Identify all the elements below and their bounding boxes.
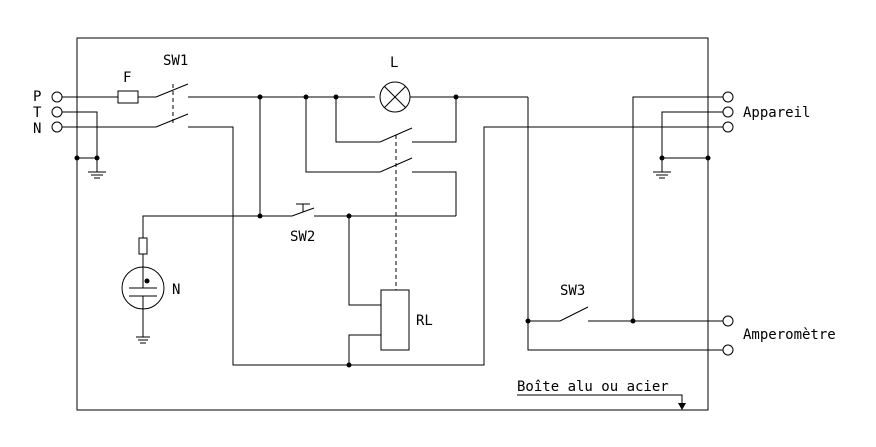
- terminal-p: [51, 91, 63, 103]
- appareil-terminal-3: [722, 121, 734, 133]
- terminal-t: [51, 106, 63, 118]
- terminal-label-t: T: [33, 105, 42, 121]
- ground-symbol-right: [653, 158, 671, 179]
- neon-label: N: [172, 282, 180, 298]
- fuse-label: F: [123, 70, 131, 86]
- relay-contacts: [305, 97, 457, 290]
- switch-sw1: SW1: [155, 53, 188, 128]
- sw1-label: SW1: [163, 53, 188, 69]
- appareil-terminals: Appareil: [722, 91, 810, 133]
- relay-coil: RL: [348, 216, 433, 365]
- amperemetre-terminal-1: [722, 315, 734, 327]
- amperemetre-terminal-2: [722, 344, 734, 356]
- sw3-label: SW3: [560, 283, 585, 299]
- push-button-sw2: SW2: [290, 203, 315, 245]
- switch-sw3: SW3: [525, 283, 708, 324]
- enclosure-caption: Boîte alu ou acier: [517, 379, 686, 410]
- neon-indicator: N: [121, 237, 180, 344]
- terminal-label-n: N: [33, 121, 41, 137]
- enclosure-box: [76, 37, 709, 411]
- terminal-n: [51, 121, 63, 133]
- lamp-label: L: [390, 55, 398, 71]
- appareil-label: Appareil: [743, 105, 810, 121]
- appareil-terminal-2: [722, 106, 734, 118]
- lamp: L: [379, 55, 411, 113]
- appareil-terminal-1: [722, 91, 734, 103]
- terminal-label-p: P: [33, 89, 41, 105]
- amperemetre-terminals: Amperomètre: [722, 315, 836, 356]
- fuse: F: [117, 70, 139, 104]
- amperemetre-label: Amperomètre: [743, 327, 836, 343]
- relay-label: RL: [416, 313, 433, 329]
- enclosure-label: Boîte alu ou acier: [517, 379, 669, 395]
- input-terminals: P T N: [33, 89, 63, 137]
- ground-symbol-left: [88, 158, 106, 179]
- sw2-label: SW2: [290, 229, 315, 245]
